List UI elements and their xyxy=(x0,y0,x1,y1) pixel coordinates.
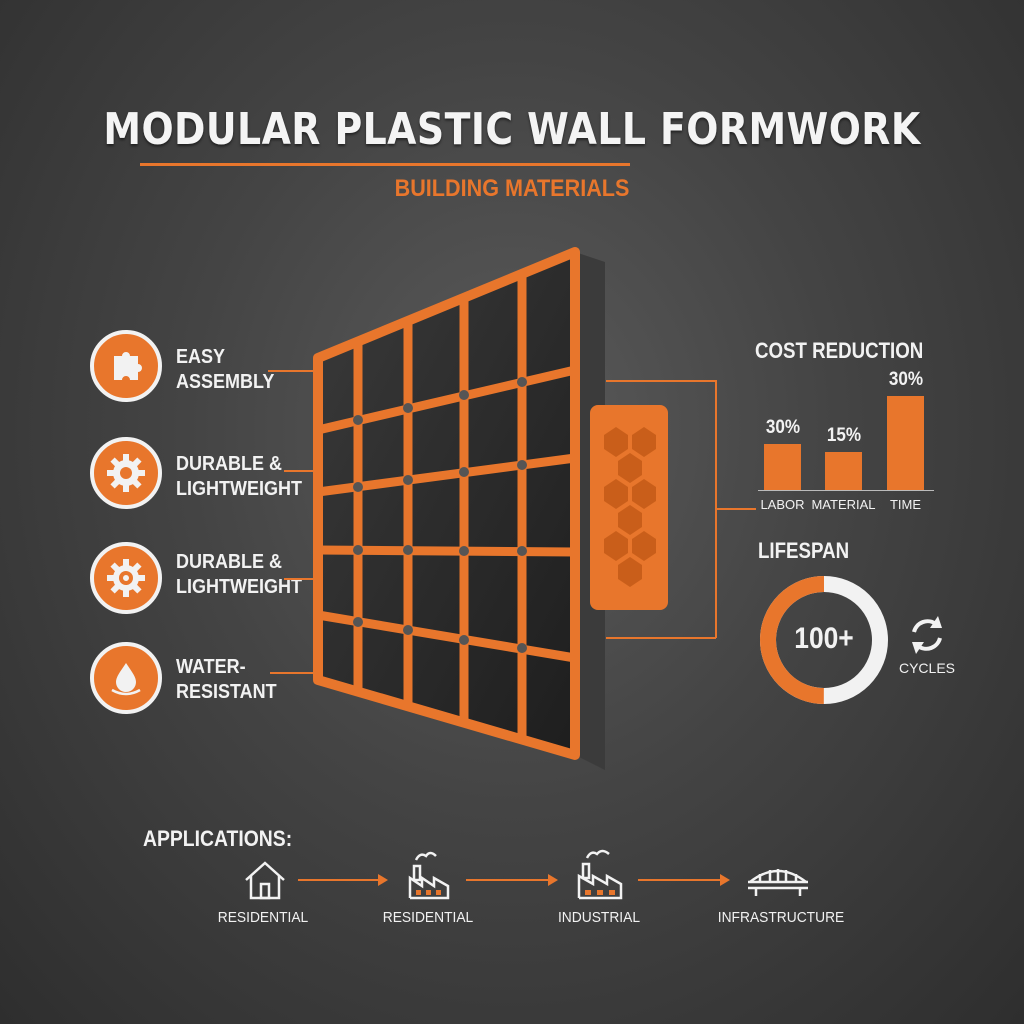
arrow-head-icon xyxy=(378,874,388,886)
formwork-panel-illustration xyxy=(313,247,668,770)
page-subtitle: BUILDING MATERIALS xyxy=(394,175,630,202)
title-underline xyxy=(140,163,630,166)
cost-bar-value: 30% xyxy=(765,417,800,438)
feature-label-easy-assembly: EASY ASSEMBLY xyxy=(176,346,275,393)
page-title: MODULAR PLASTIC WALL FORMWORK xyxy=(103,104,921,155)
chart-baseline xyxy=(758,490,934,491)
application-label: RESIDENTIAL xyxy=(217,909,309,926)
cost-bar-category: TIME xyxy=(889,497,922,512)
feature-label-water-resistant: WATER- RESISTANT xyxy=(176,656,277,703)
lifespan-ring xyxy=(760,576,888,704)
applications-title: APPLICATIONS: xyxy=(143,826,293,851)
arrow-head-icon xyxy=(548,874,558,886)
feature-label-durable-2: DURABLE & LIGHTWEIGHT xyxy=(176,551,302,598)
application-label: INDUSTRIAL xyxy=(557,909,641,926)
connector-line xyxy=(716,508,756,510)
cost-bar-value: 30% xyxy=(888,369,923,390)
recycle-icon xyxy=(912,616,942,654)
connector-line xyxy=(270,672,320,674)
application-label: INFRASTRUCTURE xyxy=(717,909,845,926)
cost-bar-time xyxy=(887,396,924,490)
cost-reduction-title: COST REDUCTION xyxy=(755,338,924,363)
factory-icon xyxy=(408,851,450,900)
gear-icon xyxy=(90,437,162,509)
cost-bar-material xyxy=(825,452,862,490)
water-drop-icon xyxy=(90,642,162,714)
arrow-head-icon xyxy=(720,874,730,886)
house-icon xyxy=(245,861,285,900)
cost-bar-value: 15% xyxy=(826,425,861,446)
cost-bar-category: MATERIAL xyxy=(811,497,876,512)
arrow-connector xyxy=(466,879,548,881)
application-label: RESIDENTIAL xyxy=(382,909,474,926)
cost-bar-category: LABOR xyxy=(760,497,805,512)
arrow-connector xyxy=(298,879,378,881)
factory-icon xyxy=(577,849,623,900)
connector-line xyxy=(606,637,716,639)
lifespan-unit: CYCLES xyxy=(898,660,956,676)
arrow-connector xyxy=(638,879,720,881)
cost-bar-labor xyxy=(764,444,801,490)
connector-line xyxy=(268,370,343,372)
lifespan-value: 100+ xyxy=(794,622,854,655)
feature-label-durable-1: DURABLE & LIGHTWEIGHT xyxy=(176,453,302,500)
lifespan-title: LIFESPAN xyxy=(758,538,850,563)
connector-line xyxy=(606,380,716,382)
gear-icon xyxy=(90,542,162,614)
bridge-icon xyxy=(748,869,808,896)
puzzle-icon xyxy=(90,330,162,402)
